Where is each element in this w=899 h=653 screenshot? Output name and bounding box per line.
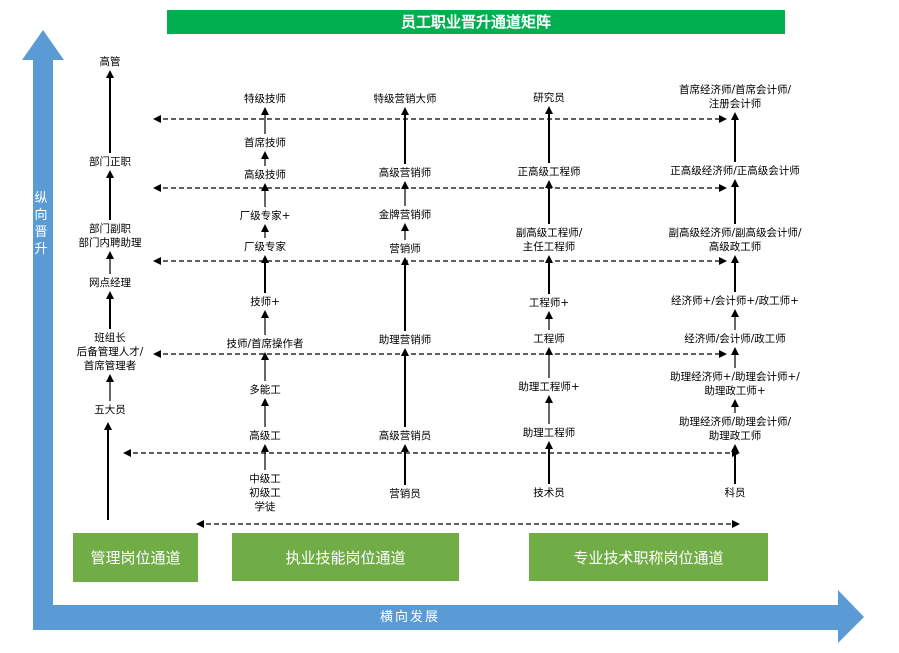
skill-level-9: 首席技师 xyxy=(244,136,286,150)
skill-level-4-line: 技师/首席操作者 xyxy=(226,338,304,350)
engineering-level-7: 正高级工程师 xyxy=(518,165,581,179)
management-level-2-line: 首席管理者 xyxy=(83,360,137,372)
skill-level-3: 多能工 xyxy=(249,383,281,397)
skill-level-1-line: 学徒 xyxy=(254,501,276,513)
management-level-2-line: 后备管理人才/ xyxy=(76,346,144,358)
horizontal-axis-label: 横向发展 xyxy=(380,610,441,625)
skill-level-9-line: 首席技师 xyxy=(244,137,286,149)
finance-level-8: 首席经济师/首席会计师/注册会计师 xyxy=(679,83,791,111)
sales-level-7-line: 特级营销大师 xyxy=(373,93,437,105)
management-level-5: 部门正职 xyxy=(89,155,131,169)
sales-level-6-line: 高级营销师 xyxy=(378,167,432,179)
management-channel-box: 管理岗位通道 xyxy=(73,533,198,582)
engineering-level-1: 技术员 xyxy=(533,486,565,500)
horizontal-axis-arrow xyxy=(33,590,864,643)
finance-level-7-line: 正高级经济师/正高级会计师 xyxy=(670,165,800,177)
skill-level-7: 厂级专家+ xyxy=(240,209,291,223)
engineering-level-2-line: 助理工程师 xyxy=(522,427,576,439)
engineering-level-4: 工程师 xyxy=(533,332,565,346)
sales-level-5-line: 金牌营销师 xyxy=(378,209,432,221)
finance-level-5: 经济师+/会计师+/政工师+ xyxy=(671,294,799,308)
skill-level-6: 厂级专家 xyxy=(244,240,286,254)
engineering-level-6: 副高级工程师/主任工程师 xyxy=(516,226,583,254)
vertical-axis-arrow xyxy=(22,30,64,605)
finance-level-2-line: 助理经济师/助理会计师/ xyxy=(678,416,792,428)
finance-level-3-line: 助理政工师+ xyxy=(704,385,766,397)
management-level-4-line: 部门副职 xyxy=(89,223,131,235)
engineering-level-5-line: 工程师+ xyxy=(528,297,570,309)
skill-level-3-line: 多能工 xyxy=(249,384,281,396)
sales-level-3-line: 助理营销师 xyxy=(378,334,432,346)
engineering-level-8-line: 研究员 xyxy=(533,92,565,104)
finance-level-4-line: 经济师/会计师/政工师 xyxy=(684,333,786,345)
skill-level-10: 特级技师 xyxy=(244,92,286,106)
finance-level-6-line: 副高级经济师/副高级会计师/ xyxy=(668,227,802,239)
engineering-level-6-line: 副高级工程师/ xyxy=(515,227,583,239)
finance-level-6: 副高级经济师/副高级会计师/高级政工师 xyxy=(668,226,801,254)
engineering-level-3-line: 助理工程师+ xyxy=(518,381,580,393)
finance-level-4: 经济师/会计师/政工师 xyxy=(684,332,786,346)
finance-level-8-line: 注册会计师 xyxy=(708,98,762,110)
finance-level-3: 助理经济师+/助理会计师+/ 助理政工师+ xyxy=(670,370,800,398)
skill-level-2-line: 高级工 xyxy=(249,430,281,442)
finance-level-8-line: 首席经济师/首席会计师/ xyxy=(678,84,792,96)
management-level-3-line: 网点经理 xyxy=(89,277,131,289)
skill-level-7-line: 厂级专家+ xyxy=(239,210,291,222)
sales-level-2: 高级营销员 xyxy=(379,429,432,443)
skill-channel-box: 执业技能岗位通道 xyxy=(232,533,459,581)
vertical-axis-label: 纵向 晋升 xyxy=(34,191,48,257)
skill-level-2: 高级工 xyxy=(249,429,281,443)
finance-level-1: 科员 xyxy=(725,486,746,500)
page-title: 员工职业晋升通道矩阵 xyxy=(167,10,785,34)
management-level-2-line: 班组长 xyxy=(94,332,126,344)
sales-level-4-line: 营销师 xyxy=(389,243,421,255)
management-level-5-line: 部门正职 xyxy=(89,156,131,168)
skill-level-10-line: 特级技师 xyxy=(244,93,286,105)
finance-level-6-line: 高级政工师 xyxy=(708,241,762,253)
skill-level-1-line: 中级工 xyxy=(249,473,281,485)
sales-level-1: 营销员 xyxy=(389,487,421,501)
engineering-level-3: 助理工程师+ xyxy=(518,380,579,394)
sales-level-1-line: 营销员 xyxy=(389,488,421,500)
finance-level-7: 正高级经济师/正高级会计师 xyxy=(670,164,800,178)
sales-level-4: 营销师 xyxy=(389,242,421,256)
sales-level-2-line: 高级营销员 xyxy=(378,430,432,442)
engineering-level-5: 工程师+ xyxy=(529,296,569,310)
finance-level-2-line: 助理政工师 xyxy=(708,430,762,442)
finance-level-5-line: 经济师+/会计师+/政工师+ xyxy=(671,295,799,307)
engineering-level-2: 助理工程师 xyxy=(523,426,576,440)
professional-channel-box: 专业技术职称岗位通道 xyxy=(529,533,768,581)
skill-level-1-line: 初级工 xyxy=(249,487,281,499)
management-level-3: 网点经理 xyxy=(89,276,131,290)
skill-level-5-line: 技师+ xyxy=(250,296,280,308)
skill-level-5: 技师+ xyxy=(250,295,280,309)
finance-level-2: 助理经济师/助理会计师/助理政工师 xyxy=(679,415,791,443)
engineering-level-4-line: 工程师 xyxy=(533,333,565,345)
skill-level-1: 中级工初级工学徒 xyxy=(249,472,281,514)
sales-level-6: 高级营销师 xyxy=(379,166,432,180)
finance-level-1-line: 科员 xyxy=(724,487,746,499)
management-level-6-line: 高管 xyxy=(99,56,121,68)
sales-level-3: 助理营销师 xyxy=(379,333,432,347)
sales-level-7: 特级营销大师 xyxy=(374,92,437,106)
management-level-1: 五大员 xyxy=(94,403,126,417)
skill-level-6-line: 厂级专家 xyxy=(244,241,286,253)
skill-level-4: 技师/首席操作者 xyxy=(226,337,303,351)
management-level-2: 班组长后备管理人才/首席管理者 xyxy=(77,331,144,373)
skill-level-8: 高级技师 xyxy=(244,168,286,182)
engineering-level-6-line: 主任工程师 xyxy=(522,241,576,253)
engineering-level-8: 研究员 xyxy=(533,91,565,105)
skill-level-8-line: 高级技师 xyxy=(244,169,286,181)
management-level-1-line: 五大员 xyxy=(94,404,126,416)
management-level-4: 部门副职部门内聘助理 xyxy=(79,222,142,250)
engineering-level-7-line: 正高级工程师 xyxy=(517,166,581,178)
finance-level-3-line: 助理经济师+/助理会计师+/ xyxy=(670,371,800,383)
engineering-level-1-line: 技术员 xyxy=(533,487,565,499)
management-level-6: 高管 xyxy=(100,55,121,69)
sales-level-5: 金牌营销师 xyxy=(379,208,432,222)
management-level-4-line: 部门内聘助理 xyxy=(78,237,142,249)
